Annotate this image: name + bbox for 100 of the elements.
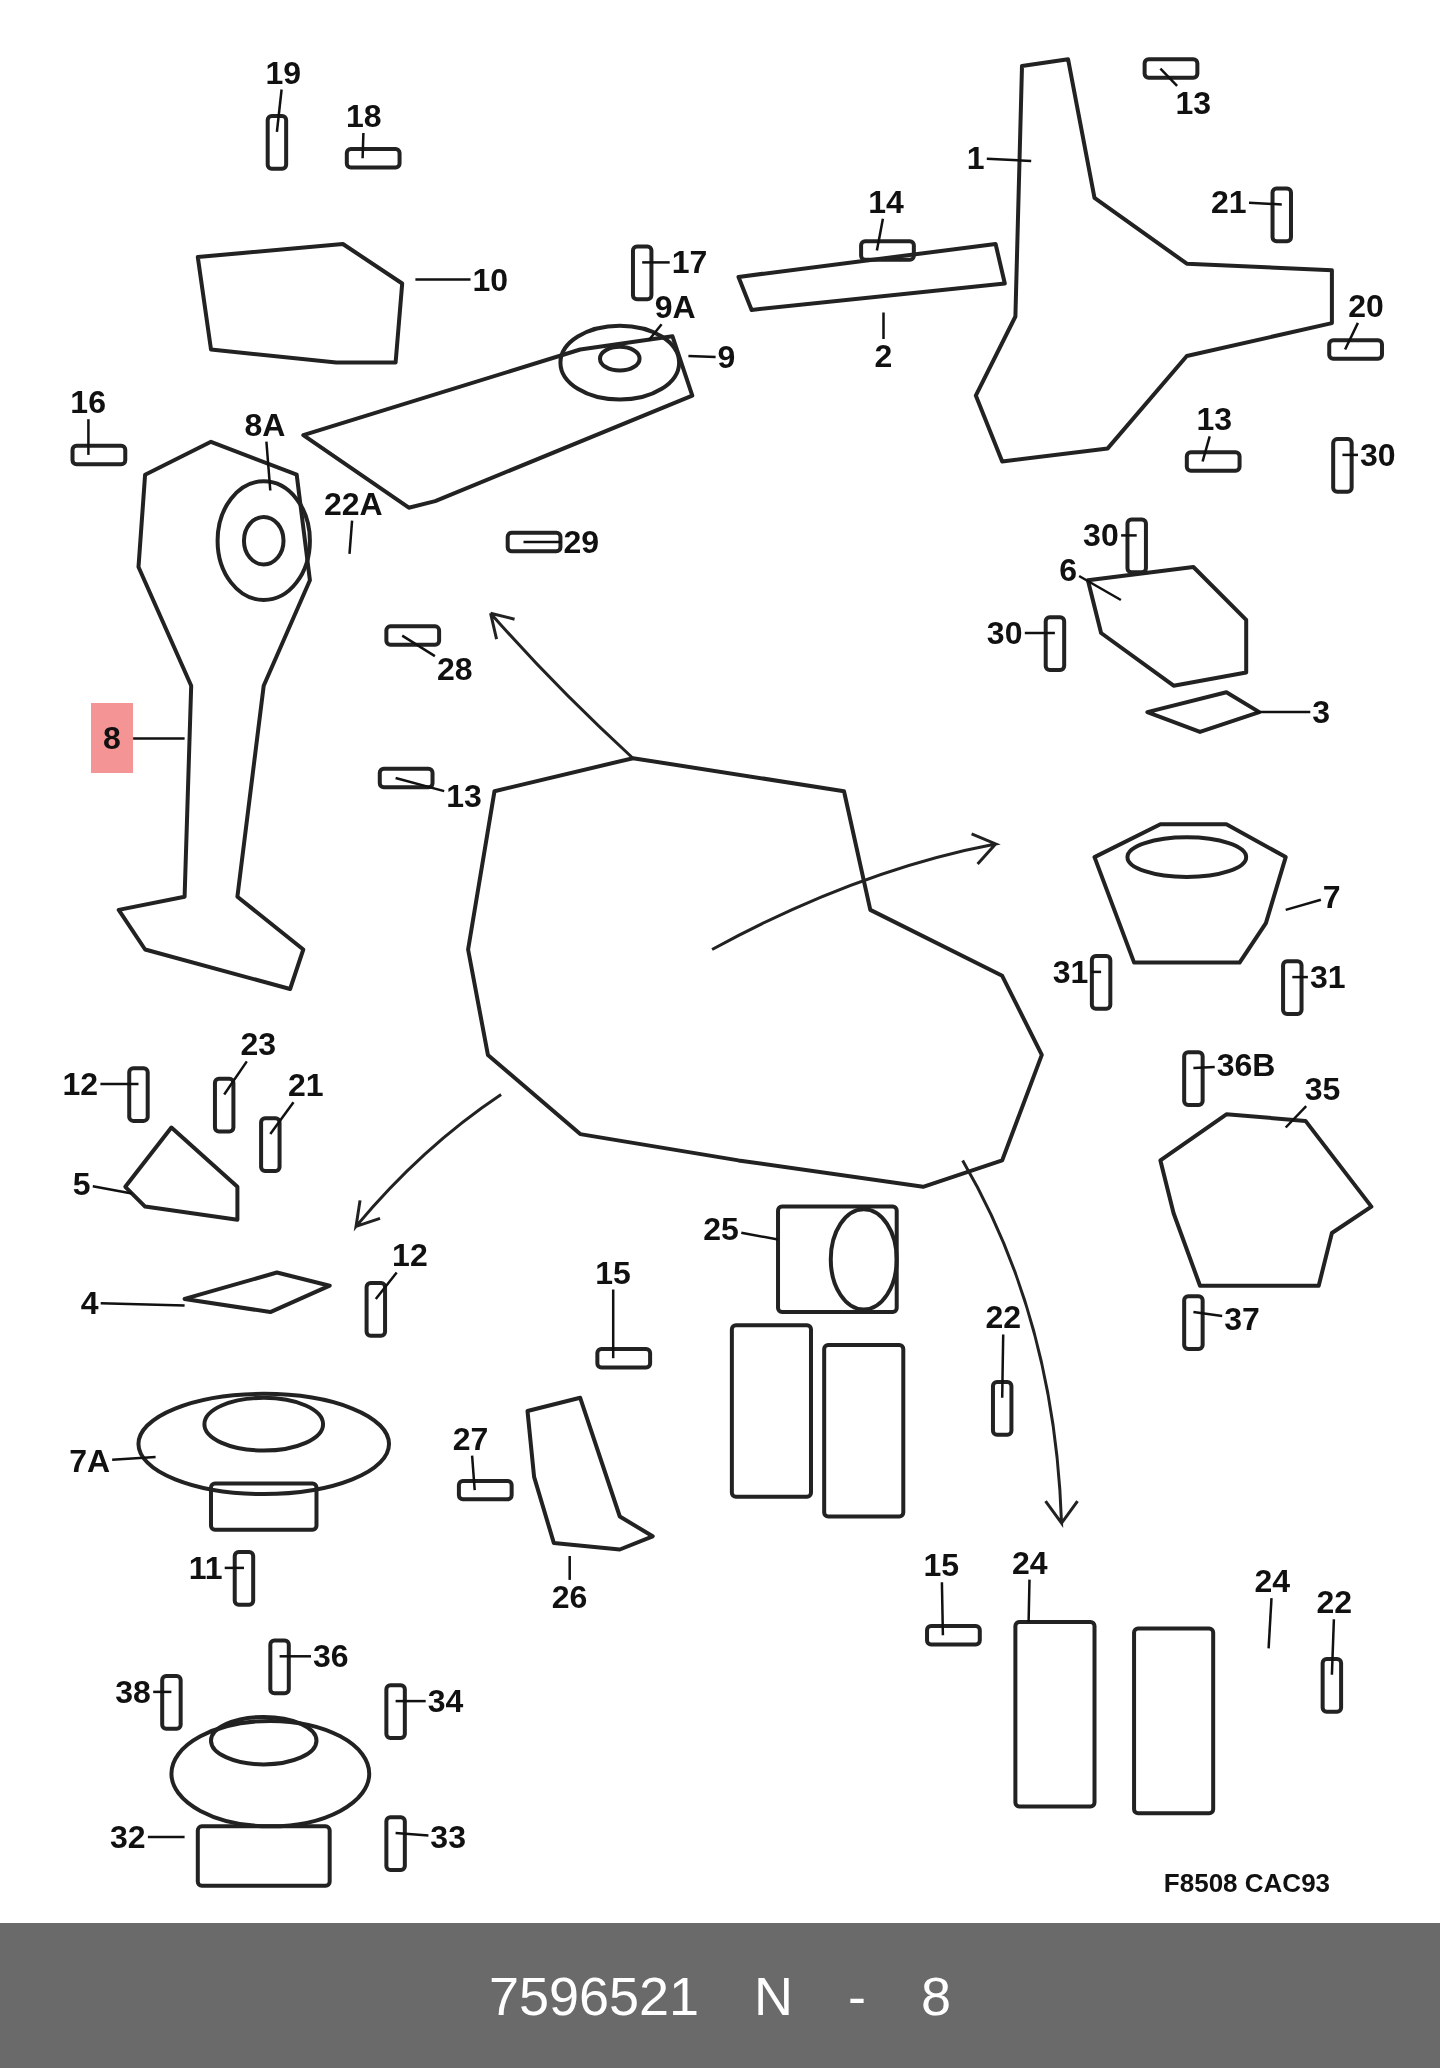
callout-number: 13 [1173,85,1213,120]
callout-number: 31 [1050,954,1091,989]
leader-line [1284,1105,1308,1129]
callout-number: 7A [67,1444,113,1479]
callout-number: 30 [984,615,1025,650]
callout-number: 4 [78,1285,101,1320]
callout-number: 5 [70,1167,93,1202]
leader-line [361,132,365,159]
callout-number: 38 [113,1674,153,1709]
leader-line [395,1699,426,1703]
leader-line [275,89,283,133]
leader-line [1090,970,1102,974]
leader-line [395,1831,429,1837]
leader-line [153,1690,172,1694]
callout-number: 9 [715,340,738,375]
leader-line [875,218,885,251]
callout-number: 34 [425,1684,466,1719]
callout-number: 16 [68,385,108,420]
callout-number: 6 [1057,552,1079,587]
callout-number: 30 [1081,518,1121,553]
leader-line [470,1455,476,1491]
callout-number: 3 [1310,695,1333,730]
callout-number: 22A [321,486,385,521]
leader-line [374,1271,398,1300]
leader-line [1343,322,1360,351]
leader-line [1330,1619,1336,1675]
callout-number: 13 [1194,402,1235,437]
callout-number: 22 [983,1300,1024,1335]
leader-line [1024,631,1055,635]
callout-number: 18 [343,99,384,134]
leader-line [112,1455,156,1461]
leader-line [688,354,716,359]
leader-line [647,323,663,341]
leader-line [395,776,445,793]
leader-line [415,278,471,281]
leader-line [1193,1065,1215,1070]
leader-line [1121,534,1137,537]
leader-line [1193,1310,1223,1318]
leader-line [401,634,436,658]
leader-line [100,1082,139,1086]
caption: 7596521 N - 8 [488,1964,952,2027]
callout-number: 2 [872,339,895,374]
leader-line [348,520,354,554]
leader-line [100,1301,185,1307]
drawing-code: F8508 CAC93 [1162,1866,1332,1900]
leader-line [741,1231,779,1241]
callout-number: 26 [549,1579,590,1614]
callout-number: 24 [1009,1545,1050,1580]
leader-line [223,1060,248,1096]
leader-line [642,261,670,264]
leader-line [611,1289,615,1359]
leader-line [265,441,272,491]
leader-line [1267,1598,1273,1649]
callout-number: 37 [1222,1301,1262,1336]
callout-number: 36B [1214,1048,1278,1083]
leader-line [1255,710,1311,714]
callout-number: 21 [285,1068,326,1103]
leader-line [87,419,90,455]
callout-number: 13 [444,779,484,814]
callout-number: 31 [1307,960,1348,995]
leader-line [1285,898,1322,912]
callout-number: 17 [669,245,710,280]
leader-line [92,1184,133,1195]
leader-line [1078,574,1122,602]
leader-line [1342,453,1358,457]
leader-line [1159,67,1178,87]
callout-number: 35 [1302,1072,1343,1107]
callout-number: 8A [242,407,288,442]
leader-line [1027,1579,1031,1623]
callout-number: 14 [866,184,906,219]
leader-line [568,1556,571,1580]
callout-number: 33 [428,1819,468,1854]
callout-number: 10 [470,262,511,297]
callout-number: 1 [964,141,987,176]
callout-number: 30 [1358,437,1398,472]
callout-number: 27 [450,1421,491,1456]
callout-number: 12 [60,1066,101,1101]
callout-number: 9A [652,290,698,325]
callout-number: 20 [1346,288,1386,323]
leader-line [133,737,185,740]
leader-line [1292,975,1308,979]
callout-number: 12 [390,1238,430,1273]
callout-number: 32 [107,1819,148,1854]
callout-number: 29 [561,524,602,559]
leader-line [147,1835,185,1839]
leader-line [882,312,885,339]
callout-number: 8 [91,703,133,774]
callout-number: 36 [311,1639,351,1674]
leader-line [523,540,562,544]
callout-number: 19 [263,55,304,90]
callout-number: 15 [921,1548,962,1583]
callout-number: 11 [186,1550,225,1585]
leader-line [224,1566,244,1570]
leader-line [940,1582,945,1636]
callout-number: 24 [1252,1564,1293,1599]
callout-number: 15 [593,1255,633,1290]
callout-number: 25 [701,1212,741,1246]
leader-line [279,1655,311,1658]
leader-line [1201,435,1211,462]
callout-number: 21 [1209,184,1249,219]
